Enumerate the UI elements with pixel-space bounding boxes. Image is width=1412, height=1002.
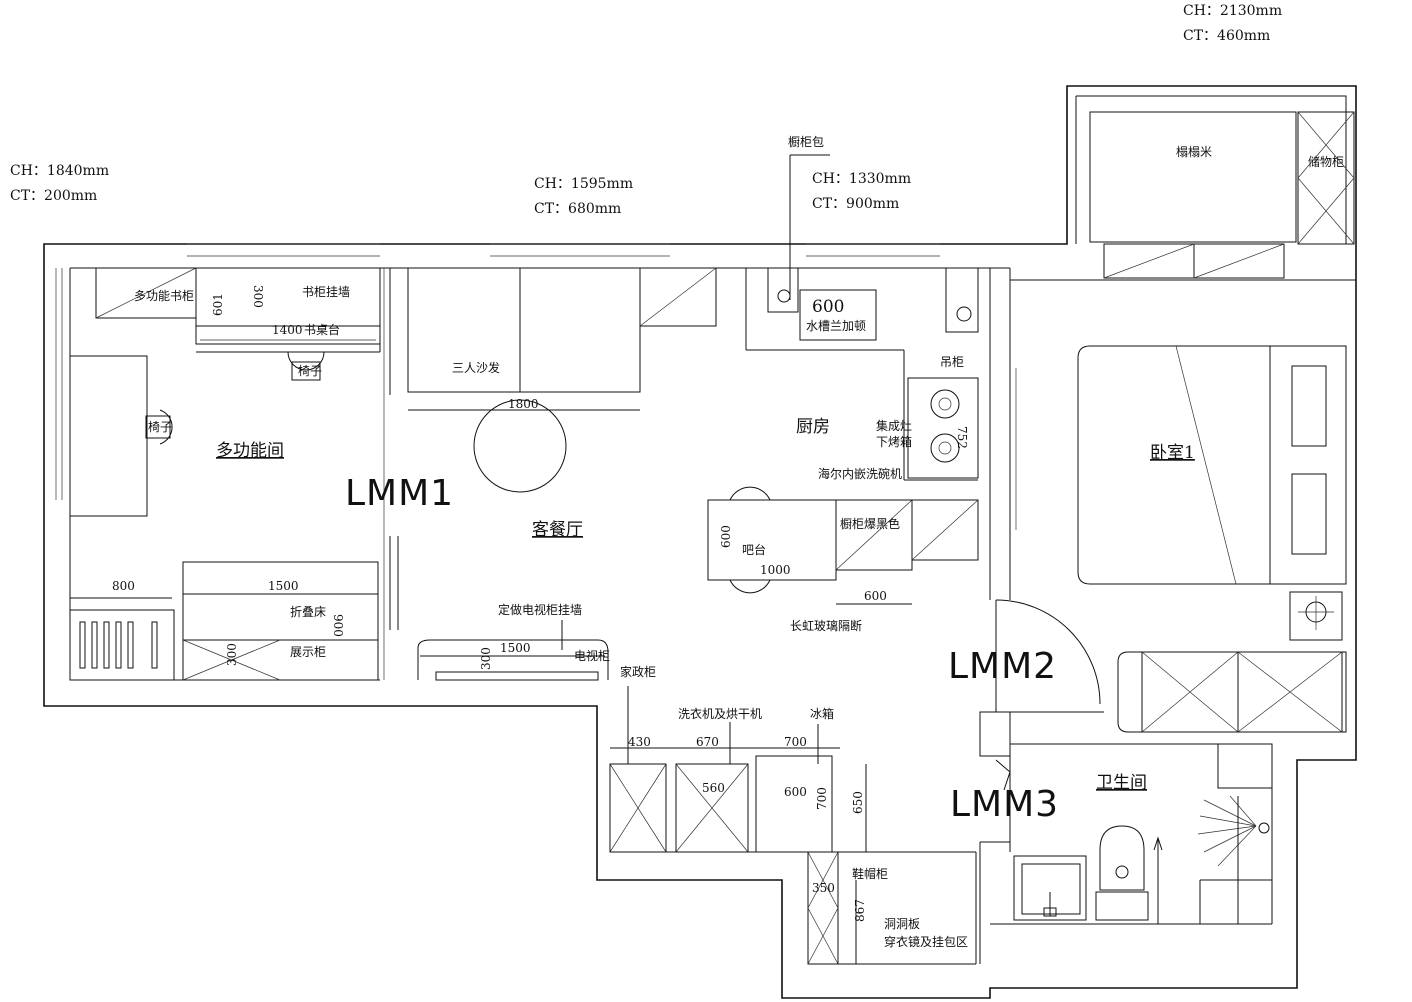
dim-900: 900 xyxy=(331,614,345,637)
dim-670: 670 xyxy=(696,735,719,749)
ch-top-right: CH：2130mm xyxy=(1183,3,1282,19)
door-lmm1: LMM1 xyxy=(345,473,454,514)
ch-kitchen: CH：1330mm xyxy=(812,171,911,187)
ct-top-right: CT：460mm xyxy=(1183,28,1270,44)
spec-top-right: CH：2130mm CT：460mm xyxy=(1183,3,1282,44)
ch-center: CH：1595mm xyxy=(534,176,633,192)
cabinet-color-label: 橱柜爆黑色 xyxy=(840,517,900,531)
dim-800: 800 xyxy=(112,579,135,593)
mirror-bag-label: 穿衣镜及挂包区 xyxy=(884,934,968,949)
outer-walls xyxy=(43,85,1357,999)
sofa-label: 三人沙发 xyxy=(452,360,500,375)
cabinet-pack-label: 橱柜包 xyxy=(788,135,824,149)
hanger-rail xyxy=(79,621,158,669)
dim-600-sink: 600 xyxy=(812,297,844,317)
dim-1800: 1800 xyxy=(508,397,539,411)
room-living: 客餐厅 xyxy=(532,520,583,540)
dim-300-tv: 300 xyxy=(479,647,493,670)
door-lmm2: LMM2 xyxy=(948,646,1057,687)
dim-560: 560 xyxy=(702,781,725,795)
pegboard-label: 洞洞板 xyxy=(884,917,920,931)
chair-side-label: 椅子 xyxy=(148,420,172,434)
ct-center: CT：680mm xyxy=(534,201,621,217)
dim-430: 430 xyxy=(628,735,651,749)
room-bathroom: 卫生间 xyxy=(1096,773,1147,793)
ct-left: CT：200mm xyxy=(10,188,97,204)
dim-350: 350 xyxy=(812,881,835,895)
shoe-cabinet-label: 鞋帽柜 xyxy=(852,866,888,881)
desk-label-dim: 1400 xyxy=(272,323,303,337)
bar-label: 吧台 xyxy=(742,542,766,557)
kitchen: 600 水槽兰加顿 吊柜 集成灶 下烤箱 752 厨房 海尔内嵌洗碗机 橱柜爆黑… xyxy=(707,267,979,633)
spec-kitchen: 橱柜包 CH：1330mm CT：900mm xyxy=(788,135,911,300)
tv-cabinet-note: 定做电视柜挂墙 xyxy=(498,602,582,617)
dim-601: 601 xyxy=(211,293,225,316)
bookcase-wall-label: 书柜挂墙 xyxy=(302,285,350,299)
dishwasher-label: 海尔内嵌洗碗机 xyxy=(818,466,902,481)
dim-700-a: 700 xyxy=(784,735,807,749)
dim-1500-bed: 1500 xyxy=(268,579,299,593)
round-table xyxy=(473,399,567,493)
display-cabinet-label: 展示柜 xyxy=(290,645,326,659)
dim-650: 650 xyxy=(851,791,865,814)
oven-label: 下烤箱 xyxy=(876,434,912,449)
tv-cabinet-label: 电视柜 xyxy=(574,648,610,663)
ct-kitchen: CT：900mm xyxy=(812,196,899,212)
dim-1000: 1000 xyxy=(760,563,791,577)
tatami-label: 榻榻米 xyxy=(1176,145,1212,159)
multi-bookcase-label: 多功能书柜 xyxy=(134,289,194,303)
dim-752: 752 xyxy=(955,426,969,449)
bedroom: 榻榻米 储物柜 卧室1 xyxy=(979,111,1356,757)
washer-dryer-label: 洗衣机及烘干机 xyxy=(678,706,762,721)
dim-700-b: 700 xyxy=(815,787,829,810)
chair-desk-label: 椅子 xyxy=(298,364,322,378)
dim-1500-tv: 1500 xyxy=(500,641,531,655)
bathroom: 卫生间 xyxy=(979,743,1273,964)
dim-600-bar: 600 xyxy=(719,525,733,548)
room-multi: 多功能间 xyxy=(216,441,284,461)
storage-label: 储物柜 xyxy=(1308,154,1344,169)
living-dining: 三人沙发 1800 客餐厅 定做电视柜挂墙 1500 300 电视柜 xyxy=(407,267,717,681)
laundry-row: 430 670 700 家政柜 洗衣机及烘干机 冰箱 560 600 700 6… xyxy=(609,664,977,965)
spec-left: CH：1840mm CT：200mm xyxy=(10,163,109,204)
shower-head-icon xyxy=(1197,795,1270,867)
sink-label: 水槽兰加顿 xyxy=(806,319,866,333)
dim-600-fridge: 600 xyxy=(784,785,807,799)
dim-300-a: 300 xyxy=(251,285,265,308)
dim-600-bottom: 600 xyxy=(864,589,887,603)
room-bedroom: 卧室1 xyxy=(1150,443,1195,463)
dim-867: 867 xyxy=(853,899,867,922)
spec-center: CH：1595mm CT：680mm xyxy=(534,176,633,217)
dim-300-b: 300 xyxy=(225,643,239,666)
room-kitchen: 厨房 xyxy=(796,417,830,437)
fridge-label: 冰箱 xyxy=(810,706,834,721)
door-lmm3: LMM3 xyxy=(950,784,1059,825)
ch-left: CH：1840mm xyxy=(10,163,109,179)
stove-label: 集成灶 xyxy=(876,418,912,433)
housekeeping-label: 家政柜 xyxy=(620,664,656,679)
wall-cabinet-label: 吊柜 xyxy=(940,355,964,369)
glass-partition-label: 长虹玻璃隔断 xyxy=(790,618,862,633)
multi-room: 多功能书柜 书柜挂墙 300 601 1400 书桌台 椅子 椅子 多功能间 8… xyxy=(69,267,399,681)
desk-label: 书桌台 xyxy=(304,322,340,337)
folding-bed-label: 折叠床 xyxy=(290,604,326,619)
